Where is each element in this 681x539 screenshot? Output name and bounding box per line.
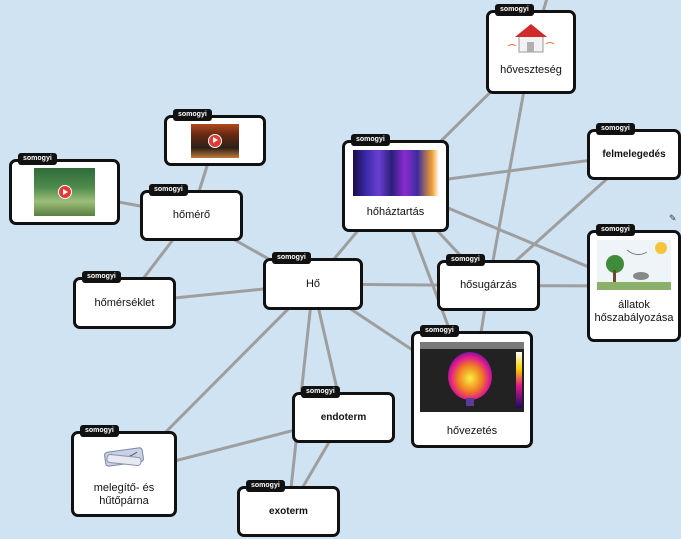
author-tag: somogyi (82, 271, 121, 283)
author-tag: somogyi (80, 425, 119, 437)
heat-pack-image (101, 442, 147, 472)
node-label: hőmérő (172, 209, 211, 221)
comment-icon[interactable]: ✎ (669, 213, 677, 223)
node-allatok-hoszabalyozasa[interactable]: somogyi állatok hőszabályozása (587, 224, 681, 342)
node-label: hővezetés (446, 425, 498, 437)
author-tag: somogyi (351, 134, 390, 146)
node-label: Hő (305, 277, 321, 290)
node-hohaztartas[interactable]: somogyi hőháztartás (342, 134, 449, 232)
author-tag: somogyi (173, 109, 212, 121)
author-tag: somogyi (18, 153, 57, 165)
author-tag: somogyi (420, 325, 459, 337)
house-image (505, 20, 557, 54)
node-video-homero[interactable]: somogyi (9, 153, 120, 225)
author-tag: somogyi (246, 480, 285, 492)
node-video-homero-2[interactable]: somogyi (164, 109, 266, 166)
thermal-balloon-image (420, 342, 524, 412)
author-tag: somogyi (596, 123, 635, 135)
node-label: exoterm (269, 506, 308, 517)
play-icon[interactable] (208, 133, 222, 148)
author-tag: somogyi (495, 4, 534, 16)
node-homerseklet[interactable]: somogyi hőmérséklet (73, 271, 176, 329)
author-tag: somogyi (596, 224, 635, 236)
node-label: endoterm (320, 412, 367, 423)
node-label: hőháztartás (366, 206, 425, 218)
node-ho[interactable]: somogyi Hő (263, 252, 363, 310)
author-tag: somogyi (446, 254, 485, 266)
node-hosugarzas[interactable]: somogyi hősugárzás (437, 254, 540, 311)
thermal-image (352, 150, 439, 196)
node-hoveszteseg[interactable]: somogyi hőveszteség (486, 4, 576, 94)
node-hovezetes[interactable]: somogyi hővezetés (411, 325, 533, 448)
node-felmelegedes[interactable]: somogyi felmelegedés (587, 123, 681, 180)
node-label: hősugárzás (460, 279, 517, 291)
node-label: állatok hőszabályozása (594, 299, 674, 324)
node-label: hőmérséklet (94, 296, 155, 309)
node-label: melegítő- és hűtőpárna (93, 482, 155, 507)
video-thumbnail[interactable] (191, 123, 239, 158)
node-homero[interactable]: somogyi hőmérő (140, 184, 243, 241)
author-tag: somogyi (149, 184, 188, 196)
video-thumbnail[interactable] (34, 168, 95, 216)
node-label: felmelegedés (602, 149, 666, 160)
animals-diagram-image (597, 240, 671, 290)
play-icon[interactable] (57, 185, 72, 199)
node-exoterm[interactable]: somogyi exoterm (237, 480, 340, 537)
node-endoterm[interactable]: somogyi endoterm (292, 386, 395, 443)
node-melegito-es-hutoparna[interactable]: somogyi melegítő- és hűtőpárna (71, 425, 177, 517)
author-tag: somogyi (272, 252, 311, 264)
author-tag: somogyi (301, 386, 340, 398)
node-label: hőveszteség (500, 64, 562, 76)
